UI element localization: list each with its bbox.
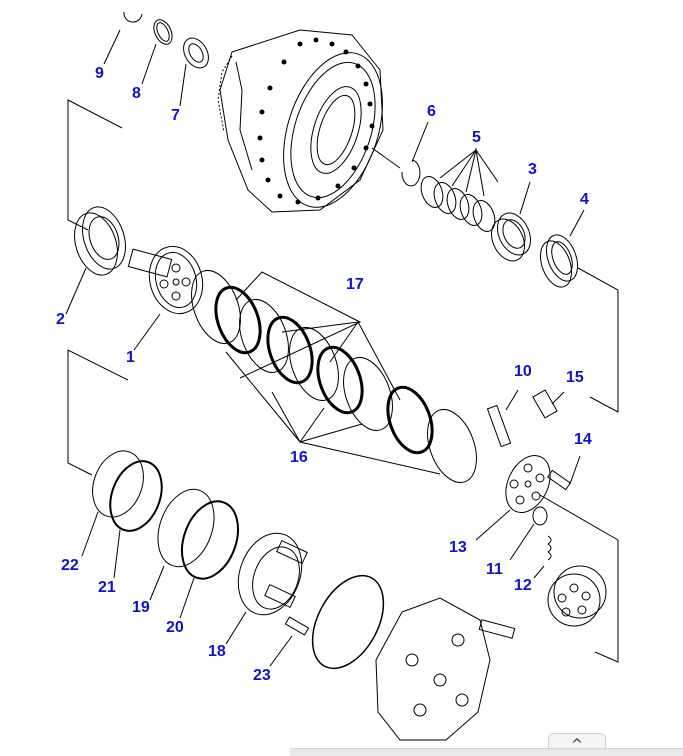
- bolt-14: [546, 455, 581, 491]
- spring-parts: [509, 506, 552, 579]
- snap-ring-6: [401, 121, 429, 187]
- part-number-16: 16: [290, 449, 308, 466]
- part-number-4: 4: [580, 191, 589, 208]
- part-number-11: 11: [486, 561, 503, 578]
- bearing-3: [491, 181, 531, 262]
- bearing-2: [65, 206, 126, 315]
- part-number-8: 8: [132, 85, 141, 102]
- part-number-9: 9: [95, 65, 104, 82]
- part-number-2: 2: [56, 311, 65, 328]
- shaft-1: [127, 245, 204, 351]
- pin-23: [269, 616, 310, 667]
- part-number-21: 21: [98, 579, 116, 596]
- nut-4: [539, 209, 585, 288]
- part-number-7: 7: [171, 107, 180, 124]
- snap-ring-9: [103, 11, 143, 65]
- part-number-15: 15: [566, 369, 584, 386]
- motor-cover: [375, 597, 516, 741]
- part-number-5: 5: [472, 129, 481, 146]
- part-number-14: 14: [574, 431, 592, 448]
- cylinder-block: [547, 565, 607, 627]
- part-number-1: 1: [126, 349, 135, 366]
- fittings: [486, 389, 565, 448]
- part-number-10: 10: [514, 363, 532, 380]
- valve-plate-13: [475, 455, 551, 541]
- large-o-ring: [311, 574, 385, 670]
- part-number-19: 19: [132, 599, 150, 616]
- brake-plates: [191, 270, 477, 483]
- rings-22-21: [81, 450, 163, 579]
- piston-18: [225, 532, 308, 645]
- part-number-20: 20: [166, 619, 184, 636]
- part-number-23: 23: [253, 667, 271, 684]
- part-number-22: 22: [61, 557, 79, 574]
- part-number-18: 18: [208, 643, 226, 660]
- part-number-13: 13: [449, 539, 467, 556]
- housing: [217, 29, 401, 213]
- o-ring-8: [141, 19, 173, 85]
- part-number-6: 6: [427, 103, 436, 120]
- frame-lines: [67, 99, 619, 663]
- part-number-12: 12: [514, 577, 532, 594]
- part-number-17: 17: [346, 276, 364, 293]
- o-rings-19-20: [149, 488, 240, 619]
- chevron-up-icon: ^: [571, 737, 583, 753]
- bottom-toolbar: [290, 748, 683, 756]
- seal-7: [179, 37, 209, 107]
- part-number-3: 3: [528, 161, 537, 178]
- shims-5: [420, 148, 499, 232]
